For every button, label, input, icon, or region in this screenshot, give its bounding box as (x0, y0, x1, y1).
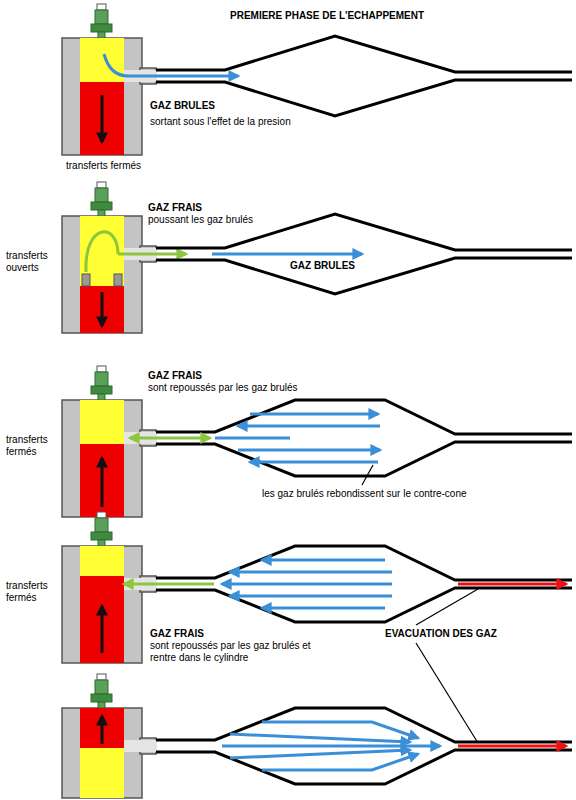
panel-3 (62, 366, 572, 517)
panel-4 (62, 512, 572, 663)
annotation-label: transferts ouverts (6, 250, 60, 274)
annotation-label: transferts fermés (6, 580, 60, 604)
annotation-label: GAZ BRULES (150, 100, 215, 112)
annotation-label: GAZ FRAIS (150, 628, 204, 640)
annotation-label: poussant les gaz brulés (148, 214, 253, 226)
annotation-label: transferts fermés (6, 434, 60, 458)
leader-line (416, 589, 478, 625)
annotation-label: EVACUATION DES GAZ (385, 628, 497, 640)
panel-1 (62, 4, 572, 155)
panel-5 (62, 674, 572, 798)
annotation-label: les gaz brulés rebondissent sur le contr… (262, 488, 467, 500)
annotation-label: transferts fermés (66, 160, 141, 172)
panel-2 (62, 182, 572, 333)
annotation-label: sortant sous l'effet de la presion (150, 116, 291, 128)
annotation-label: sont repoussés par les gaz brulés et ren… (150, 640, 330, 664)
annotation-label: GAZ BRULES (290, 260, 355, 272)
annotation-label: GAZ FRAIS (148, 370, 202, 382)
annotation-label: sont repoussés par les gaz brulés (148, 382, 298, 394)
annotation-label: GAZ FRAIS (148, 202, 202, 214)
diagram-title: PREMIERE PHASE DE L'ECHAPPEMENT (230, 10, 424, 22)
leader-line (362, 465, 373, 485)
